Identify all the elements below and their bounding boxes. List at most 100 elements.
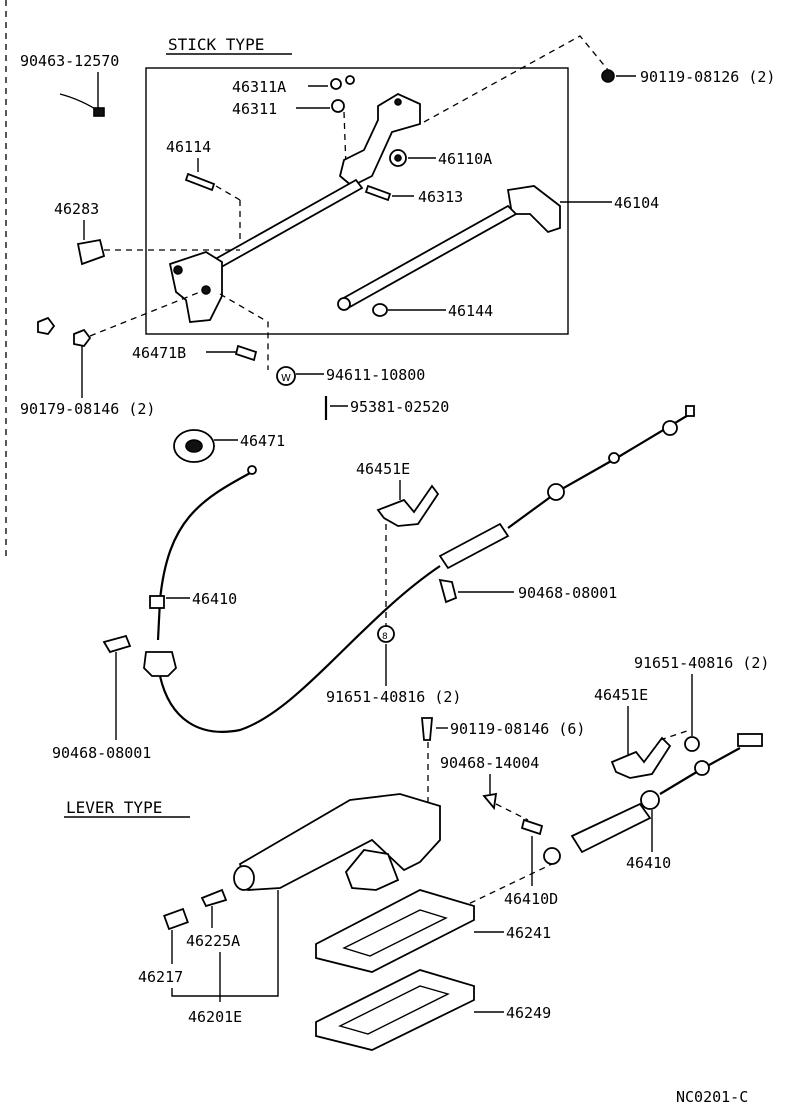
grommet-center [185,439,203,453]
dashline-90119-08126 [423,35,609,123]
clip-90468-08001-b [102,634,132,654]
dashline-90179 [89,291,201,337]
pin-46311 [331,99,345,113]
cable-end-rear [685,405,695,417]
label-46311: 46311 [232,100,277,118]
base-plate-slot [342,909,448,957]
label-46451E-b: 46451E [594,686,648,704]
lever-bracket-part [338,92,421,188]
label-46217: 46217 [138,968,183,986]
lever-handle-end [233,865,255,891]
label-46311A: 46311A [232,78,286,96]
boot-46249 [315,969,475,1051]
mount-hole-2 [201,285,211,295]
label-91651-40816-a: 91651-40816 (2) [326,688,461,706]
cable-end-upper [247,465,257,475]
mount-hole-1 [173,265,183,275]
label-46144: 46144 [448,302,493,320]
clip-90468-14004 [482,792,498,811]
bracket-46451E-a [376,484,440,527]
washer-mark-icon: W [281,373,291,384]
label-90468-08001-b: 90468-08001 [52,744,151,762]
bracket-46283 [76,238,106,266]
label-91651-40816-b: 91651-40816 (2) [634,654,769,672]
cable-ferrule-1 [547,483,565,501]
label-46114: 46114 [166,138,211,156]
bolt-91651-40816-b [684,736,700,752]
tie-strap-head [93,107,105,117]
label-46410-b: 46410 [626,854,671,872]
label-90119-08126: 90119-08126 (2) [640,68,775,86]
clip-46311A [330,78,342,90]
bushing-hole [394,154,402,162]
stick-type-box [145,67,569,335]
cable-46410-b-ferrule-2 [694,760,710,776]
cable-ferrule-2 [608,452,620,464]
clip-46144 [372,303,388,317]
label-90468-08001-a: 90468-08001 [518,584,617,602]
label-46471B: 46471B [132,344,186,362]
bolt-46471B [234,344,258,362]
cable-46410-sheath [158,565,441,733]
diagram-code: NC0201-C [676,1088,748,1106]
clip-90468-08001-a [438,578,458,604]
bolt-90119-08146 [421,717,433,741]
cable-46410-b-ferrule [640,790,660,810]
dashline-90468-14004 [495,803,529,821]
clip-46311A-b [345,75,355,85]
stick-shaft-part [208,178,364,272]
dashline-46451E-b [659,729,691,741]
label-90119-08146: 90119-08146 (6) [450,720,585,738]
cable-fitting [149,595,165,609]
label-46110A: 46110A [438,150,492,168]
boot-slot [338,985,450,1035]
stick-handle-end [337,297,351,311]
washer-94611-10800 [276,366,296,386]
bolt-mark-icon: 8 [382,632,388,642]
stick-mount-bracket [168,251,223,323]
cable-46410-b-end [543,847,561,865]
label-46201E: 46201E [188,1008,242,1026]
pin-46114 [184,172,216,192]
lever-handle-46201E [238,793,441,891]
label-46410D: 46410D [504,890,558,908]
cable-46410-b-clevis [737,733,763,747]
label-46225A: 46225A [186,932,240,950]
bracket-hole [394,98,402,106]
nut-90179-08146 [73,328,92,347]
pin-46313 [364,184,392,202]
lever-pivot-bracket [344,849,400,891]
label-46451E-a: 46451E [356,460,410,478]
bracket-46451E-b [610,736,672,779]
cable-46410-rear [507,413,691,529]
lever-type-heading: LEVER TYPE [66,798,162,817]
dashline-46114 [215,185,241,201]
label-46283: 46283 [54,200,99,218]
base-plate-46241 [315,889,475,973]
cable-adjuster [438,522,510,570]
dashline-46471B [219,293,269,370]
leader-46201E-bracket [171,890,279,997]
pin-46410D [520,818,544,836]
label-90468-14004: 90468-14004 [440,754,539,772]
label-95381-02520: 95381-02520 [350,398,449,416]
stick-type-heading: STICK TYPE [168,35,264,54]
label-90179-08146: 90179-08146 (2) [20,400,155,418]
spring-46225A [200,888,228,908]
cable-46410-b-spring [570,802,652,854]
stick-handle-rod [338,204,518,310]
stick-handle-grip [506,185,561,234]
label-46410-a: 46410 [192,590,237,608]
cable-ferrule-3 [662,420,678,436]
label-46471: 46471 [240,432,285,450]
label-46241: 46241 [506,924,551,942]
cable-boot [143,651,177,677]
label-90463-12570: 90463-12570 [20,52,119,70]
label-46104: 46104 [614,194,659,212]
label-46249: 46249 [506,1004,551,1022]
bolt-91651-40816-a [377,625,395,643]
nut-left-1 [37,316,56,335]
dashline-46410-b [459,863,553,909]
knob-46217 [163,907,189,931]
